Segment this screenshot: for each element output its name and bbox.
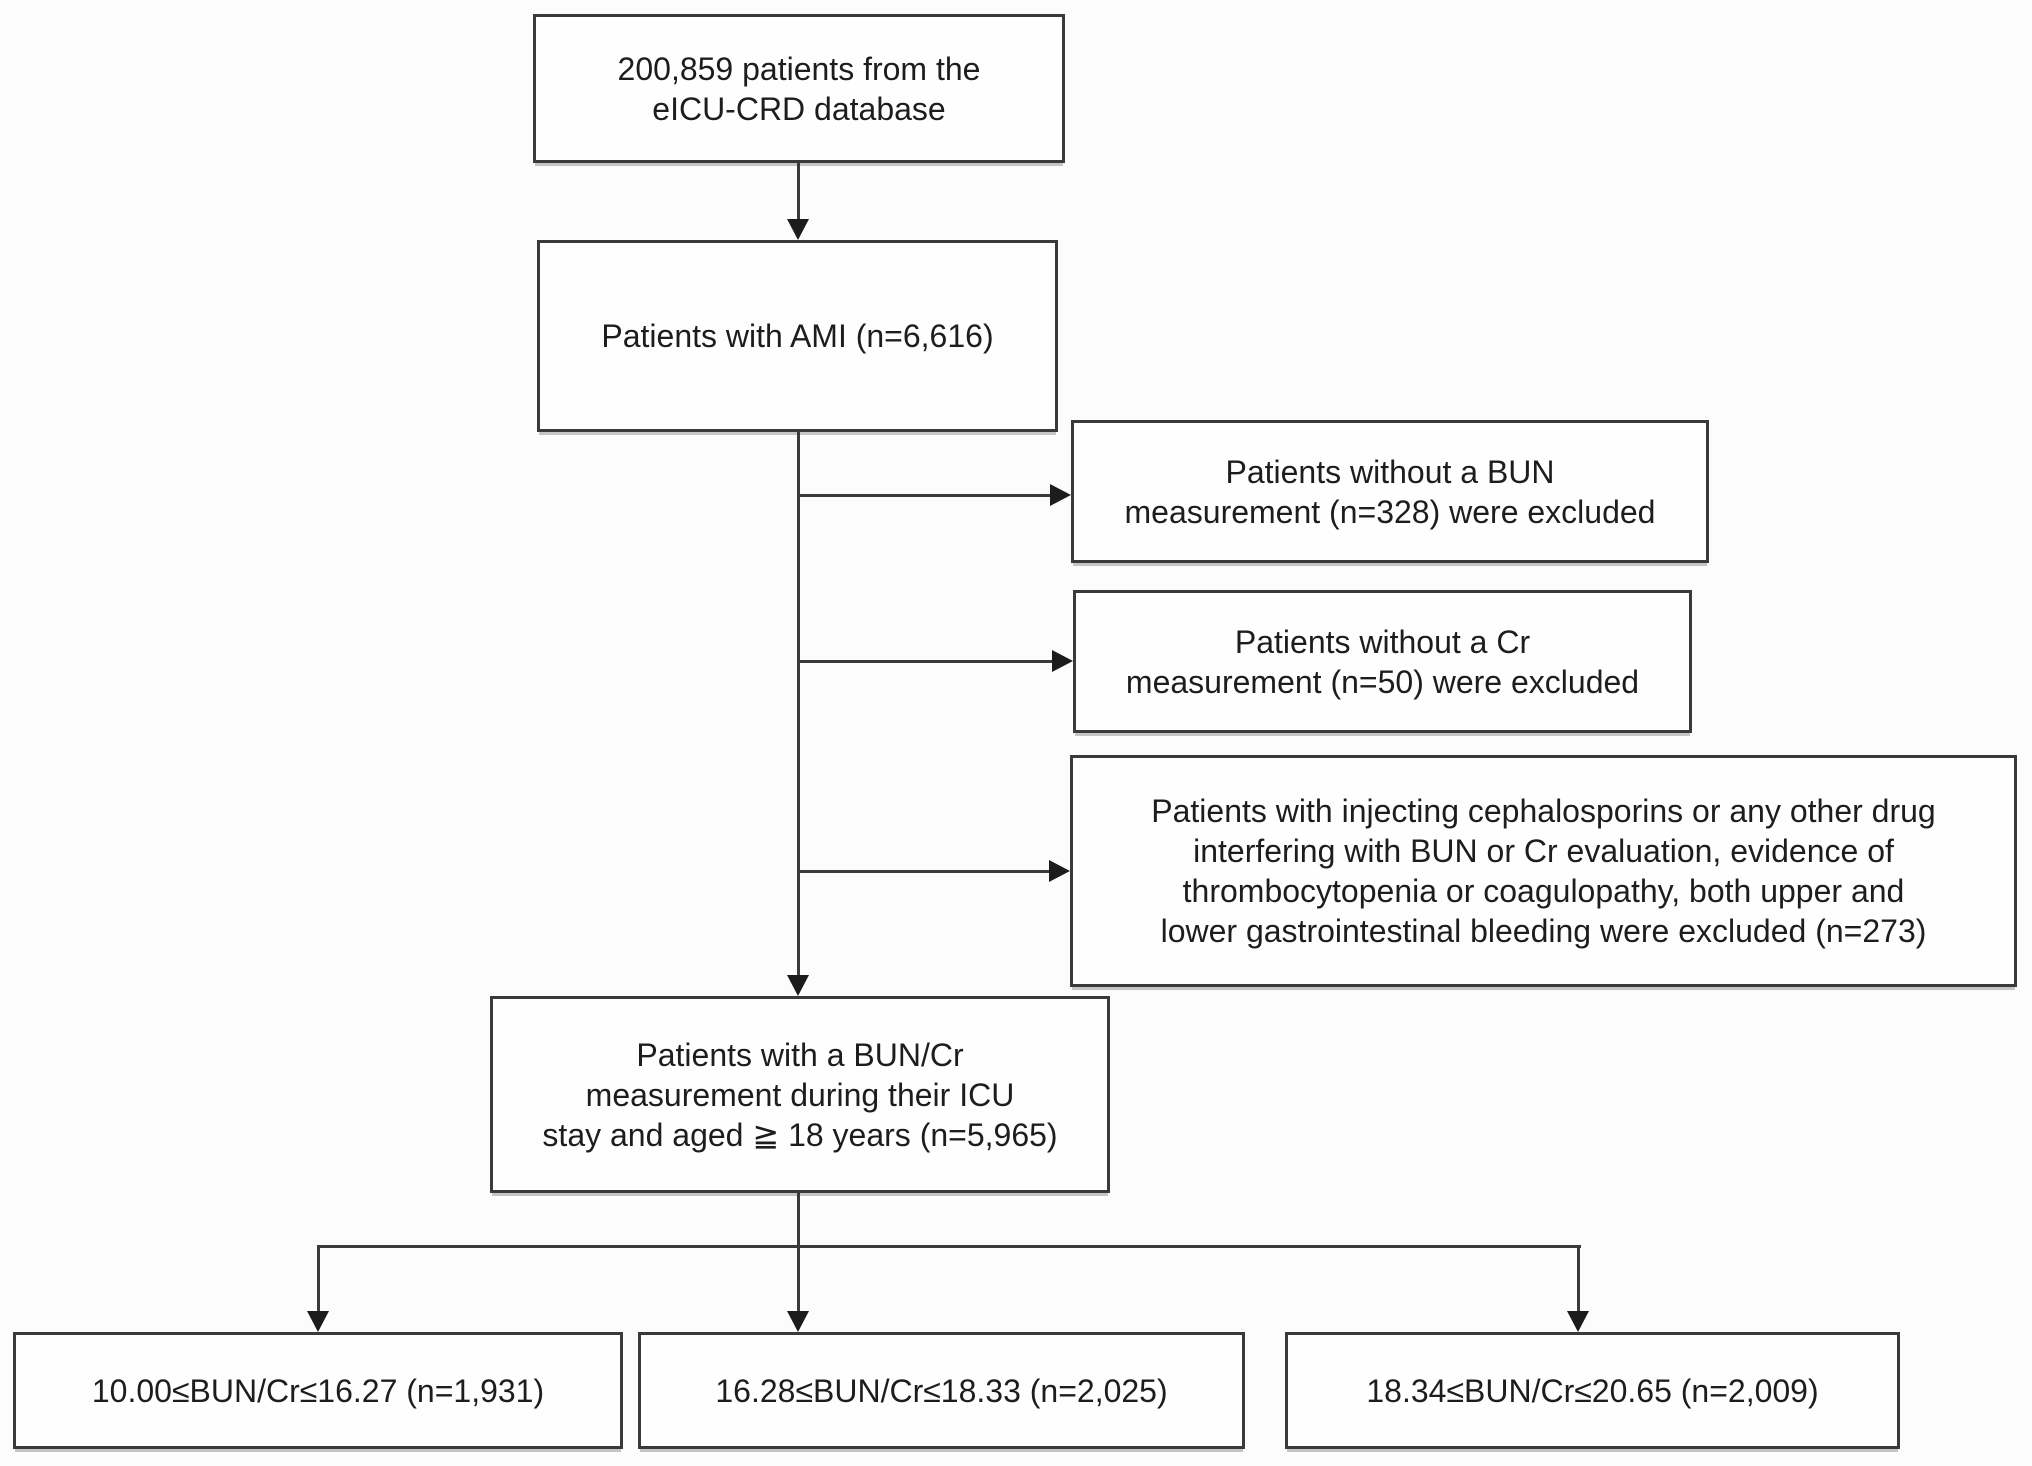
node-included-cohort: Patients with a BUN/Cr measurement durin… bbox=[490, 996, 1110, 1193]
node-tertile-1-text: 10.00≤BUN/Cr≤16.27 (n=1,931) bbox=[91, 1372, 545, 1409]
arrowhead-down-icon bbox=[787, 219, 809, 240]
arrowhead-right-icon bbox=[1052, 650, 1073, 672]
node-ami-patients-text: Patients with AMI (n=6,616) bbox=[601, 318, 994, 354]
arrowhead-down-icon bbox=[307, 1311, 329, 1332]
arrowhead-down-icon bbox=[787, 975, 809, 996]
connector-included-to-tertile-2 bbox=[797, 1193, 800, 1313]
connector-ami-to-included bbox=[797, 432, 800, 975]
node-tertile-3: 18.34≤BUN/Cr≤20.65 (n=2,009) bbox=[1285, 1332, 1900, 1449]
arrowhead-right-icon bbox=[1050, 484, 1071, 506]
node-excluded-no-bun-text: Patients without a BUN measurement (n=32… bbox=[1124, 453, 1656, 530]
arrowhead-down-icon bbox=[1567, 1311, 1589, 1332]
arrowhead-right-icon bbox=[1049, 860, 1070, 882]
node-excluded-no-cr: Patients without a Cr measurement (n=50)… bbox=[1073, 590, 1692, 733]
connector-source-to-ami bbox=[797, 163, 800, 221]
node-excluded-no-cr-text: Patients without a Cr measurement (n=50)… bbox=[1125, 623, 1640, 700]
node-included-cohort-text: Patients with a BUN/Cr measurement durin… bbox=[542, 1036, 1058, 1153]
node-source-population: 200,859 patients from the eICU-CRD datab… bbox=[533, 14, 1065, 163]
node-tertile-2-text: 16.28≤BUN/Cr≤18.33 (n=2,025) bbox=[715, 1372, 1168, 1409]
connector-branch-excluded-other bbox=[798, 870, 1051, 873]
node-tertile-2: 16.28≤BUN/Cr≤18.33 (n=2,025) bbox=[638, 1332, 1245, 1449]
connector-distribution-bar bbox=[317, 1245, 1581, 1248]
node-excluded-other-criteria-text: Patients with injecting cephalosporins o… bbox=[1151, 793, 1936, 949]
connector-branch-excluded-cr bbox=[798, 660, 1054, 663]
connector-to-tertile-3 bbox=[1577, 1245, 1580, 1313]
node-excluded-no-bun: Patients without a BUN measurement (n=32… bbox=[1071, 420, 1709, 563]
node-tertile-3-text: 18.34≤BUN/Cr≤20.65 (n=2,009) bbox=[1366, 1372, 1819, 1409]
arrowhead-down-icon bbox=[787, 1311, 809, 1332]
node-tertile-1: 10.00≤BUN/Cr≤16.27 (n=1,931) bbox=[13, 1332, 623, 1449]
node-source-population-text: 200,859 patients from the eICU-CRD datab… bbox=[617, 50, 981, 127]
connector-branch-excluded-bun bbox=[798, 494, 1052, 497]
node-excluded-other-criteria: Patients with injecting cephalosporins o… bbox=[1070, 755, 2017, 987]
node-ami-patients: Patients with AMI (n=6,616) bbox=[537, 240, 1058, 432]
connector-to-tertile-1 bbox=[317, 1245, 320, 1313]
